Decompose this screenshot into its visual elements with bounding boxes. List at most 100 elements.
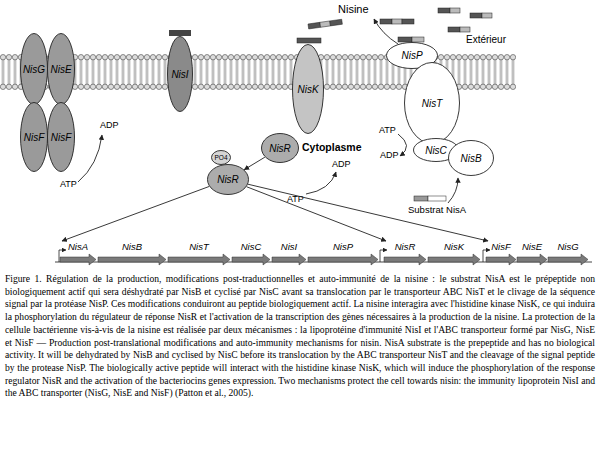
substrate-label: Substrat NisA (408, 205, 466, 215)
gene-segment: NisG (548, 241, 588, 267)
gene-arrow (168, 254, 230, 265)
protein-name: NisE (50, 64, 71, 75)
abc-transporter-subunit: NisF (47, 102, 75, 172)
protein-ellipse (48, 103, 75, 172)
gene-arrow (428, 254, 480, 265)
protein-name: NisT (422, 98, 443, 109)
gene-name: NisK (444, 241, 464, 252)
nisin-peptide (308, 19, 342, 29)
protein-name: NisF (24, 132, 45, 143)
dehydratase: NisB (448, 140, 494, 176)
gene-name: NisB (122, 241, 142, 252)
bound-nisin (398, 37, 412, 42)
energy-label: ATP (60, 180, 77, 190)
gene-segment: NisE (517, 241, 547, 267)
molecule-label: Nisine (338, 3, 369, 15)
protein-name: NisC (425, 145, 447, 156)
gene-segment: NisF (486, 241, 516, 267)
region-label: Cytoplasme (302, 142, 362, 154)
gene-arrow (486, 254, 516, 265)
gene-segment: NisB (98, 241, 166, 267)
energy-label: ATP (287, 195, 304, 205)
energy-label: ADP (332, 160, 351, 170)
gene-segment: NisP (308, 241, 378, 267)
gene-arrow (272, 254, 306, 265)
nisin-peptide (448, 27, 470, 32)
nisin-peptide (438, 8, 460, 13)
gene-arrow (232, 254, 270, 265)
gene-arrow (60, 254, 96, 265)
phosphorylated-regulator: NisR (207, 164, 249, 195)
regulation-arrow (247, 187, 386, 241)
protein-name: NisG (23, 64, 45, 75)
gene-segment: NisT (168, 241, 230, 267)
region-label: Extérieur (466, 34, 506, 45)
energy-label: ADP (100, 121, 119, 131)
regulation-arrow (248, 184, 488, 241)
nisin-peptide (380, 19, 414, 24)
peptide-segment (392, 19, 402, 24)
gene-name: NisE (522, 241, 542, 252)
protein-ellipse (21, 34, 48, 105)
protein-ellipse (21, 103, 48, 172)
protein-ellipse (405, 63, 460, 144)
gene-segment: NisC (232, 241, 270, 267)
abc-transporter: NisT (404, 62, 460, 144)
gene-name: NisA (68, 241, 88, 252)
protein-ellipse (208, 165, 249, 195)
abc-transporter-subunit: NisF (20, 102, 48, 172)
bound-nisin (297, 38, 321, 43)
gene-name: NisC (241, 241, 262, 252)
protein-name: NisK (297, 84, 318, 95)
lipid-anchor (169, 30, 191, 36)
abc-transporter-subunit: NisG (20, 33, 48, 105)
protein-ellipse (168, 37, 193, 112)
gene-name: NisF (491, 241, 511, 252)
peptide-segment (380, 19, 392, 24)
peptide-segment (448, 27, 460, 32)
protein-name: NisI (171, 69, 188, 80)
prepeptide-segment (428, 196, 446, 201)
phosphate-group: PO4 (211, 150, 231, 165)
protein-ellipse (212, 151, 231, 165)
protein-ellipse (449, 141, 494, 176)
protein-name: NisF (51, 132, 72, 143)
protein-name: PO4 (214, 152, 227, 163)
peptide-segment (308, 22, 321, 29)
regulation-arrow (62, 186, 209, 241)
gene-name: NisT (189, 241, 209, 252)
gene-arrow (308, 254, 378, 265)
gene-segment: NisK (428, 241, 480, 267)
histidine-kinase: NisK (292, 44, 324, 134)
protein-name: NisR (217, 174, 239, 185)
protein-name: NisB (460, 153, 481, 164)
peptide-segment (470, 13, 482, 18)
energy-label: ATP (379, 126, 396, 136)
atp-hydrolysis-arrow (398, 134, 407, 156)
protein-name: NisP (401, 50, 422, 61)
gene-name: NisG (557, 241, 578, 252)
protein-ellipse (262, 134, 299, 163)
gene-arrow (548, 254, 588, 265)
bound-nisin (412, 37, 424, 42)
peptide-segment (402, 19, 414, 24)
release-arrow (374, 19, 398, 44)
gene-name: NisP (333, 241, 353, 252)
immunity-lipoprotein: NisI (167, 36, 193, 112)
energy-label: ADP (380, 151, 399, 161)
substrate-arrow (448, 178, 458, 203)
figure-caption: Figure 1. Régulation de la production, m… (5, 273, 595, 400)
abc-transporter-subunit: NisE (47, 33, 75, 105)
protein-ellipse (293, 45, 324, 134)
peptide-segment (330, 19, 343, 26)
peptide-segment (460, 27, 470, 32)
peptide-segment (450, 8, 460, 13)
gene-name: NisI (281, 241, 297, 252)
gene-arrow (517, 254, 547, 265)
gene-segment: NisA (60, 241, 96, 267)
gene-arrow (98, 254, 166, 265)
protein-name: NisR (269, 143, 291, 154)
atp-hydrolysis-arrow (78, 135, 102, 182)
atp-hydrolysis-arrow (306, 172, 336, 194)
